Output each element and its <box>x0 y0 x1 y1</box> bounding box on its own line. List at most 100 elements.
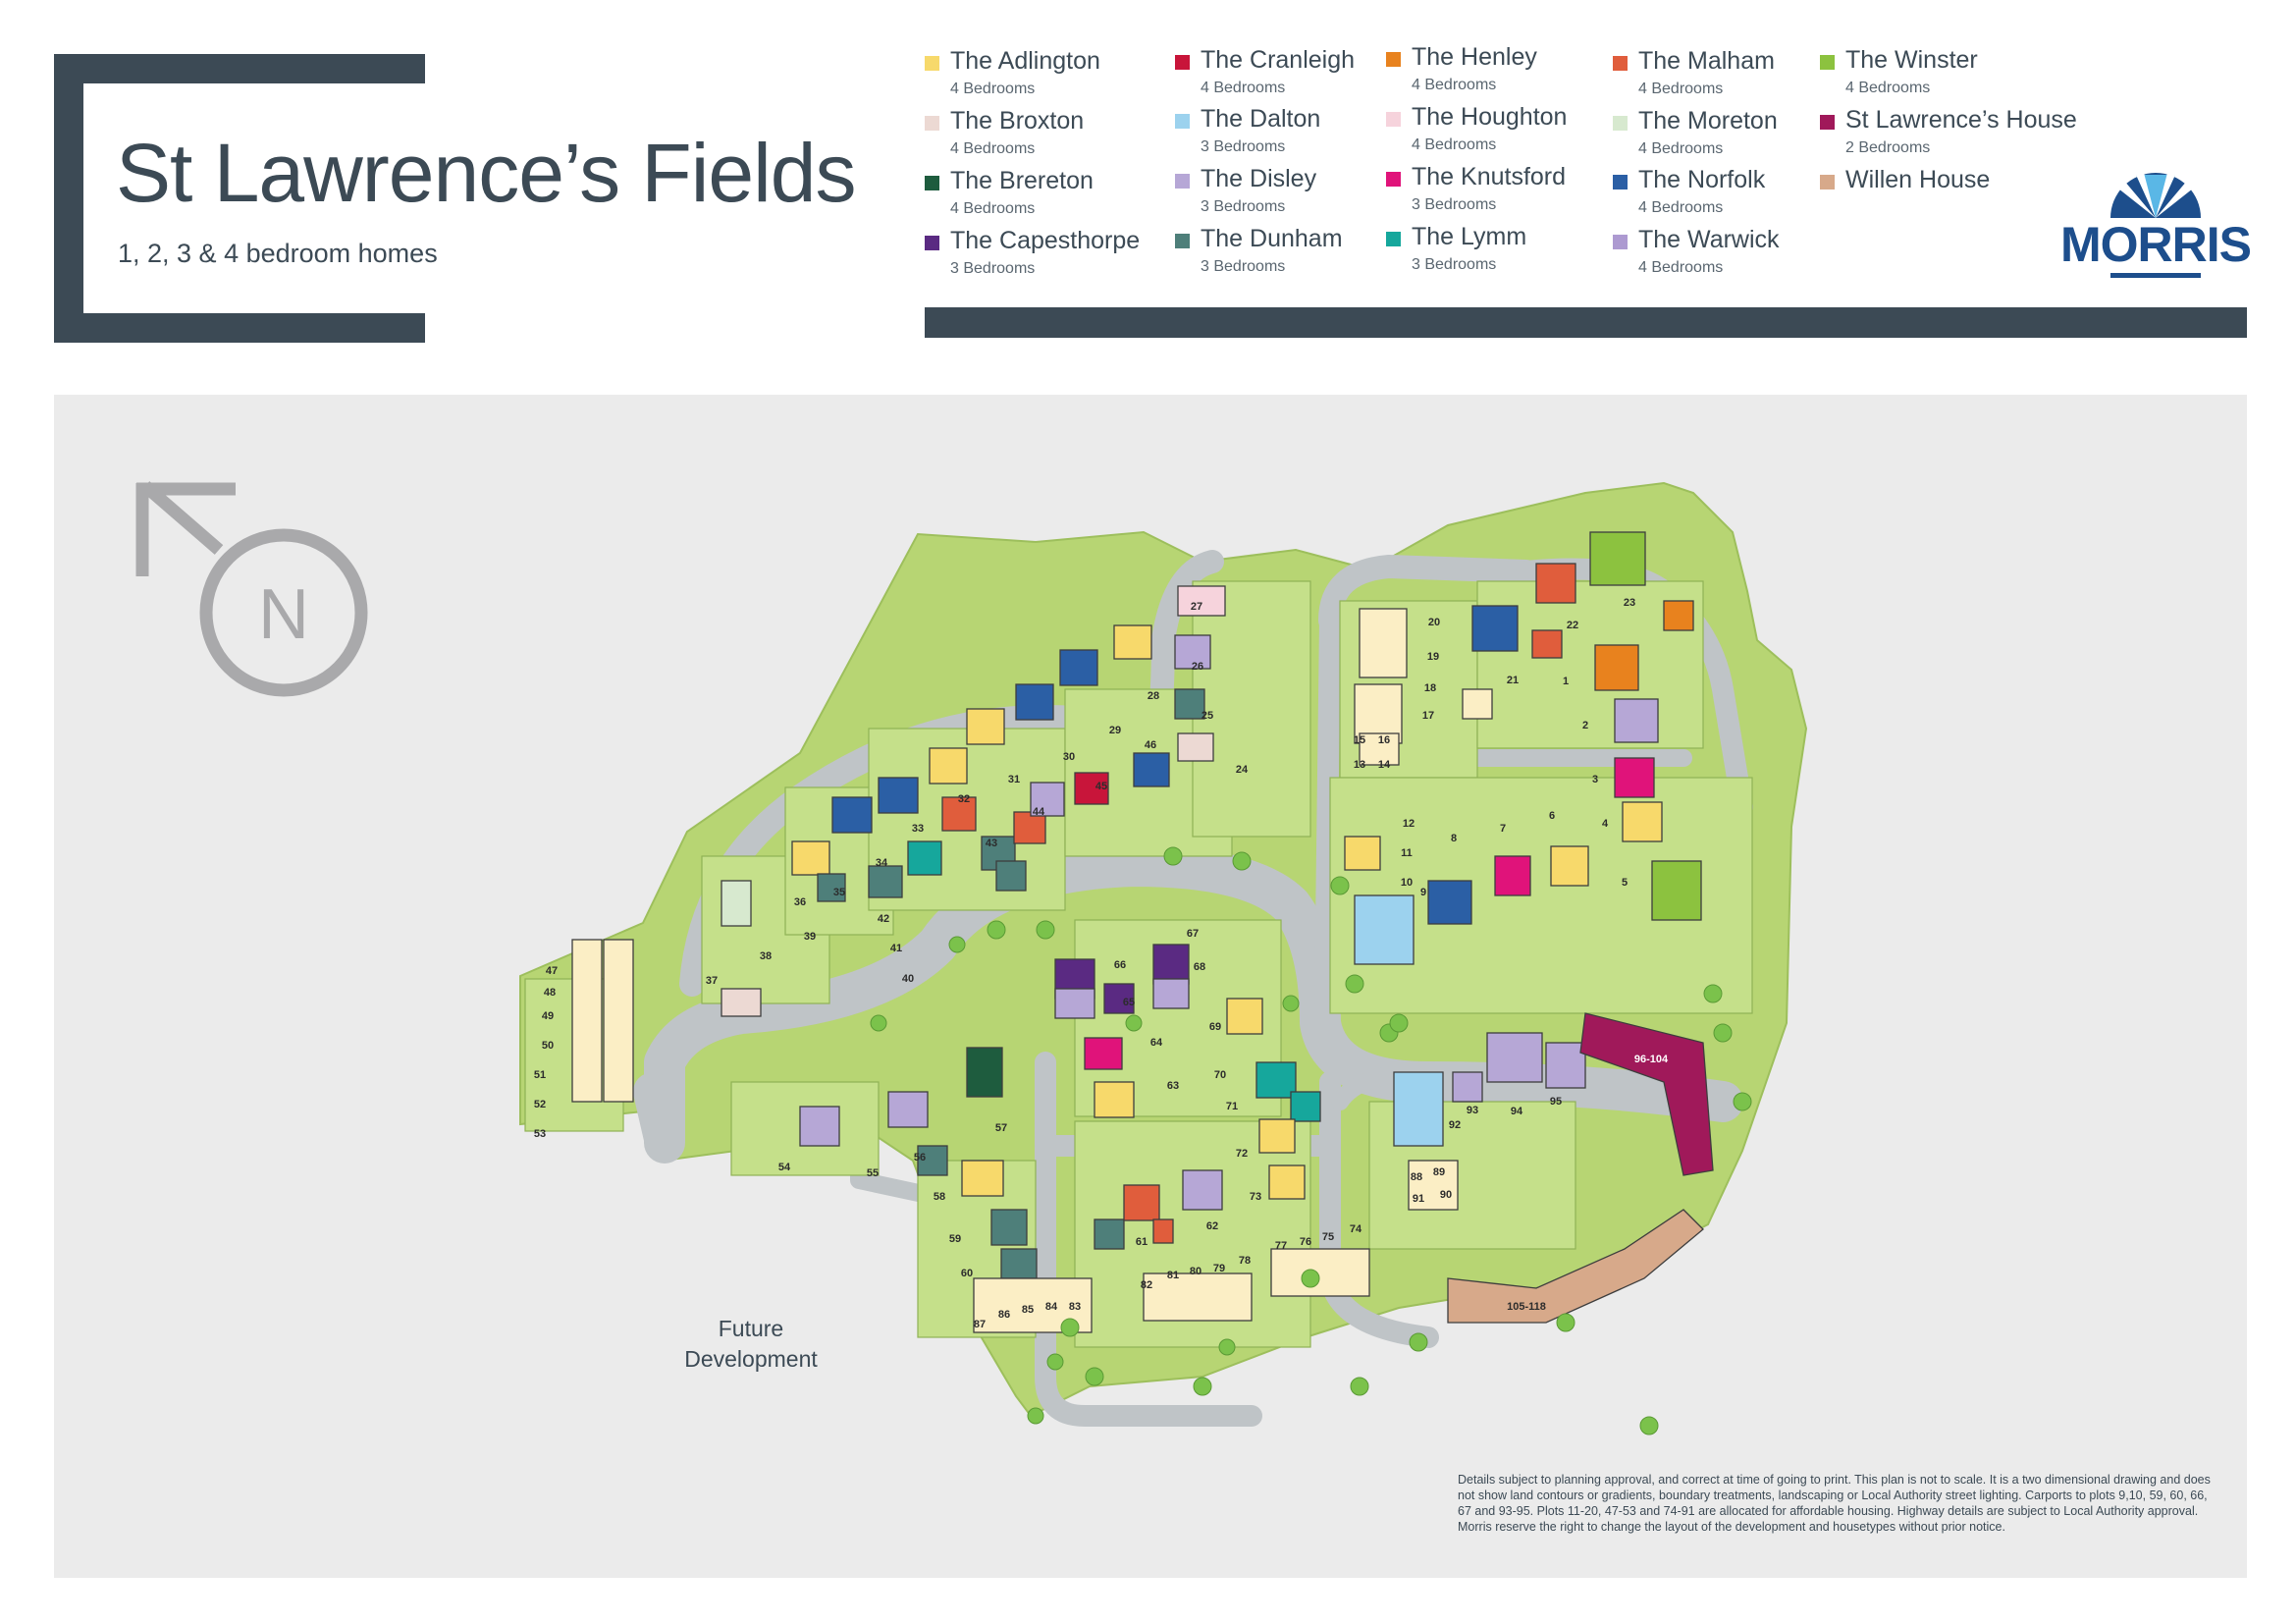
plot-label: 95 <box>1550 1096 1562 1108</box>
house-plots <box>571 531 1714 1333</box>
plot-label: 5 <box>1622 877 1628 889</box>
plot-label: 92 <box>1449 1119 1461 1131</box>
legend-name: The Brereton <box>950 167 1094 194</box>
legend-swatch <box>1820 55 1835 70</box>
plot-label: 94 <box>1511 1106 1523 1117</box>
legend-name: The Cranleigh <box>1201 46 1356 74</box>
plot-label: 85 <box>1022 1304 1034 1316</box>
plot-label: 86 <box>998 1309 1010 1321</box>
plot-label: 74 <box>1350 1223 1362 1235</box>
legend-name: The Knutsford <box>1412 163 1567 190</box>
plot-label: 62 <box>1206 1220 1218 1232</box>
legend-swatch <box>925 116 939 131</box>
plot-label: 25 <box>1201 710 1213 722</box>
plot-label: 87 <box>974 1319 986 1330</box>
plot-label: 54 <box>778 1162 791 1173</box>
north-compass-icon: N <box>135 481 368 697</box>
plot-label: 96-104 <box>1634 1054 1669 1065</box>
plot-land <box>524 580 1753 1348</box>
plot-label: 35 <box>833 887 845 898</box>
plot-label: 71 <box>1226 1101 1238 1112</box>
legend-swatch <box>1386 232 1401 246</box>
plot-label: 17 <box>1422 710 1434 722</box>
compass-label: N <box>258 575 309 654</box>
plot-label: 84 <box>1045 1301 1058 1313</box>
plot-label: 34 <box>876 857 888 869</box>
legend-swatch <box>1175 234 1190 248</box>
future-development-line-2: Development <box>684 1346 818 1372</box>
legend-swatch <box>1613 175 1628 189</box>
plot-label: 51 <box>534 1069 546 1081</box>
legend-beds: 3 Bedrooms <box>1201 258 1286 275</box>
plot-label: 18 <box>1424 682 1436 694</box>
legend-swatch <box>1386 172 1401 187</box>
plot-label: 42 <box>878 913 889 925</box>
legend-swatch <box>1613 116 1628 131</box>
legend-name: The Disley <box>1201 165 1317 192</box>
page-subtitle: 1, 2, 3 & 4 bedroom homes <box>118 239 438 268</box>
plot-label: 21 <box>1507 675 1519 686</box>
plot-label: 7 <box>1500 823 1506 835</box>
plot-label: 9 <box>1420 887 1426 898</box>
plot-label: 67 <box>1187 928 1199 940</box>
legend-beds: 4 Bedrooms <box>1412 136 1497 153</box>
legend-name: The Warwick <box>1638 226 1780 253</box>
plot-label: 73 <box>1250 1191 1261 1203</box>
legend-beds: 4 Bedrooms <box>1638 199 1724 216</box>
legend-beds: 4 Bedrooms <box>950 81 1036 97</box>
plot-label: 83 <box>1069 1301 1081 1313</box>
plot-label: 52 <box>534 1099 546 1110</box>
housetype-legend: The Adlington 4 Bedrooms The Broxton 4 B… <box>925 43 2103 293</box>
plot-label: 15 <box>1354 734 1365 746</box>
frame-bar-left <box>54 54 83 343</box>
plot-label: 8 <box>1451 833 1457 844</box>
legend-beds: 4 Bedrooms <box>1638 81 1724 97</box>
future-development-label: Future Development <box>663 1314 839 1375</box>
legend-beds: 3 Bedrooms <box>1412 196 1497 213</box>
plot-label: 37 <box>706 975 718 987</box>
legend-name: St Lawrence’s House <box>1845 106 2077 134</box>
title-frame <box>54 54 425 343</box>
plot-label: 79 <box>1213 1263 1225 1274</box>
future-development-line-1: Future <box>718 1316 784 1341</box>
plot-label: 88 <box>1411 1171 1422 1183</box>
plot-label: 4 <box>1602 818 1609 830</box>
plot-label: 59 <box>949 1233 961 1245</box>
legend-swatch <box>1820 115 1835 130</box>
plot-label: 77 <box>1275 1240 1287 1252</box>
legend-swatch <box>925 176 939 190</box>
plot-label: 63 <box>1167 1080 1179 1092</box>
plot-label: 31 <box>1008 774 1020 785</box>
frame-bar-top <box>54 54 425 83</box>
plot-label: 20 <box>1428 617 1440 628</box>
plot-label: 23 <box>1624 597 1635 609</box>
plot-label: 65 <box>1123 997 1135 1008</box>
legend-name: The Adlington <box>950 47 1100 75</box>
plot-label: 47 <box>546 965 558 977</box>
plot-label: 49 <box>542 1010 554 1022</box>
plot-label: 57 <box>995 1122 1007 1134</box>
legend-beds: 3 Bedrooms <box>1201 138 1286 155</box>
plot-label: 81 <box>1167 1270 1179 1281</box>
legend-name: The Lymm <box>1412 223 1527 250</box>
site-plan-drawing: N <box>135 481 1808 1435</box>
legend-name: The Henley <box>1412 43 1537 71</box>
legend-name: The Houghton <box>1412 103 1568 131</box>
plot-label: 72 <box>1236 1148 1248 1160</box>
plot-label: 46 <box>1145 739 1156 751</box>
legend-swatch <box>1613 56 1628 71</box>
legend-rule <box>925 307 2247 338</box>
plot-label: 82 <box>1141 1279 1152 1291</box>
legend-name: The Broxton <box>950 107 1085 135</box>
legend-name: The Moreton <box>1638 107 1778 135</box>
legend-name: The Dalton <box>1201 105 1321 133</box>
plot-label: 29 <box>1109 725 1121 736</box>
plot-label: 70 <box>1214 1069 1226 1081</box>
plot-label: 2 <box>1582 720 1588 731</box>
legend-swatch <box>1175 174 1190 189</box>
plot-label: 12 <box>1403 818 1415 830</box>
legend-swatch <box>1386 52 1401 67</box>
legend-swatch <box>1386 112 1401 127</box>
legend-name: The Malham <box>1638 47 1775 75</box>
legend-beds: 4 Bedrooms <box>1845 80 1931 96</box>
